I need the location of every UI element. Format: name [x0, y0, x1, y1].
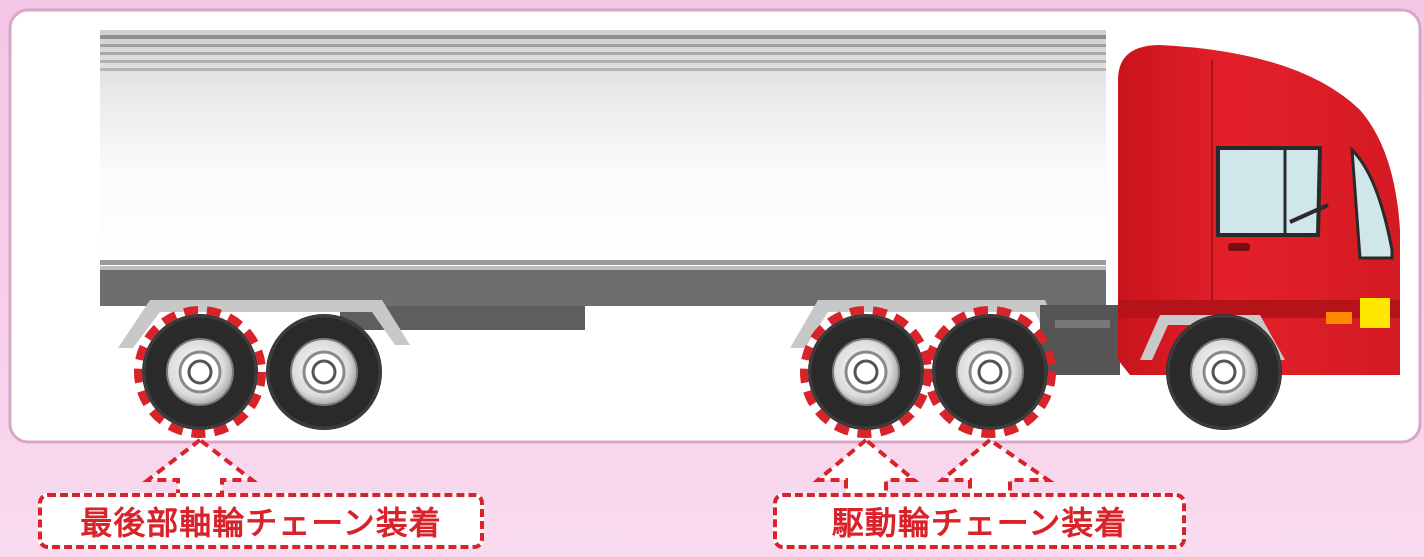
truck-cab	[1118, 45, 1400, 375]
dashed-arrow-icon	[142, 437, 258, 497]
wheel-icon	[140, 312, 260, 432]
chain-marker-drive-2	[924, 306, 1056, 438]
wheel-icon	[930, 312, 1050, 432]
chain-marker-rear	[134, 306, 266, 438]
trailer	[100, 30, 1106, 330]
wheel-icon	[806, 312, 926, 432]
label-rear-axle-chain: 最後部軸輪チェーン装着	[38, 493, 484, 549]
wheel-icon	[264, 312, 384, 432]
wheel-icon	[1164, 312, 1284, 432]
label-drive-wheel-chain: 駆動輪チェーン装着	[773, 493, 1186, 549]
dashed-arrow-icon	[812, 437, 920, 497]
dashed-arrow-icon	[936, 437, 1055, 497]
